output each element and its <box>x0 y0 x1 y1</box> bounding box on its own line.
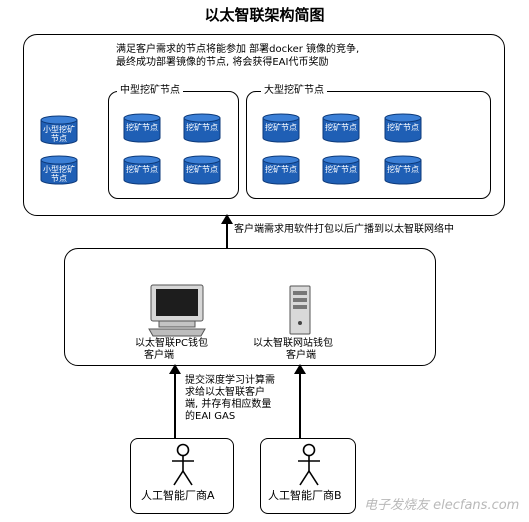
large-node-6-label: 挖矿节点 <box>387 165 419 174</box>
large-node-1-label: 挖矿节点 <box>265 123 297 132</box>
large-node-4: 挖矿节点 <box>262 155 300 185</box>
medium-node-2-label: 挖矿节点 <box>186 123 218 132</box>
vendor-a-label: 人工智能厂商A <box>141 489 215 502</box>
medium-node-1: 挖矿节点 <box>123 113 161 143</box>
large-node-5: 挖矿节点 <box>322 155 360 185</box>
broadcast-arrow <box>221 214 233 250</box>
vendor-a-arrow <box>169 364 181 438</box>
medium-node-2: 挖矿节点 <box>183 113 221 143</box>
large-node-1: 挖矿节点 <box>262 113 300 143</box>
vendor-b-arrow <box>294 364 306 438</box>
vendor-b-box: 人工智能厂商B <box>260 438 356 514</box>
vendor-a-box: 人工智能厂商A <box>130 438 234 514</box>
medium-node-4: 挖矿节点 <box>183 155 221 185</box>
large-node-5-label: 挖矿节点 <box>325 165 357 174</box>
person-icon <box>298 443 320 486</box>
pc-wallet-label-line2: 客户端 <box>144 350 174 361</box>
web-server-icon <box>289 285 311 335</box>
web-wallet-label-line1: 以太智联网站钱包 <box>253 338 333 349</box>
large-group-label: 大型挖矿节点 <box>261 85 327 97</box>
medium-group-label: 中型挖矿节点 <box>117 85 183 97</box>
pc-computer-icon <box>148 284 206 337</box>
submit-label-line1: 提交深度学习计算需 <box>185 375 275 386</box>
small-node-2-label: 小型挖矿节点 <box>43 165 75 183</box>
mining-network-box: 满足客户需求的节点将能参加 部署docker 镜像的竞争, 最终成功部署镜像的节… <box>23 34 505 216</box>
large-node-group: 大型挖矿节点 <box>246 85 491 199</box>
network-desc-line2: 最终成功部署镜像的节点, 将会获得EAI代币奖励 <box>116 57 329 68</box>
medium-node-4-label: 挖矿节点 <box>186 165 218 174</box>
client-box: 以太智联PC钱包 客户端 以太智联网站钱包 客户端 <box>64 248 436 366</box>
large-node-3: 挖矿节点 <box>384 113 422 143</box>
large-node-2-label: 挖矿节点 <box>325 123 357 132</box>
large-node-3-label: 挖矿节点 <box>387 123 419 132</box>
large-node-4-label: 挖矿节点 <box>265 165 297 174</box>
small-node-2: 小型挖矿节点 <box>40 155 78 185</box>
diagram-title: 以太智联架构简图 <box>204 6 325 24</box>
pc-wallet-label-line1: 以太智联PC钱包 <box>135 338 209 349</box>
submit-label-line2: 求给以太智联客户 <box>185 387 265 398</box>
network-desc-line1: 满足客户需求的节点将能参加 部署docker 镜像的竞争, <box>116 44 360 55</box>
large-node-6: 挖矿节点 <box>384 155 422 185</box>
broadcast-arrow-label: 客户端需求用软件打包以后广播到以太智联网络中 <box>234 224 454 235</box>
submit-label-line4: 的EAI GAS <box>185 411 236 422</box>
web-wallet-label-line2: 客户端 <box>286 350 316 361</box>
person-icon <box>172 443 194 486</box>
submit-label-line3: 端, 并存有相应数量 <box>185 399 272 410</box>
watermark: 电子发烧友 elecfans.com <box>364 498 520 513</box>
small-node-1-label: 小型挖矿节点 <box>43 125 75 143</box>
small-node-1: 小型挖矿节点 <box>40 115 78 145</box>
medium-node-3-label: 挖矿节点 <box>126 165 158 174</box>
vendor-b-label: 人工智能厂商B <box>268 489 342 502</box>
medium-node-3: 挖矿节点 <box>123 155 161 185</box>
large-node-2: 挖矿节点 <box>322 113 360 143</box>
medium-node-1-label: 挖矿节点 <box>126 123 158 132</box>
